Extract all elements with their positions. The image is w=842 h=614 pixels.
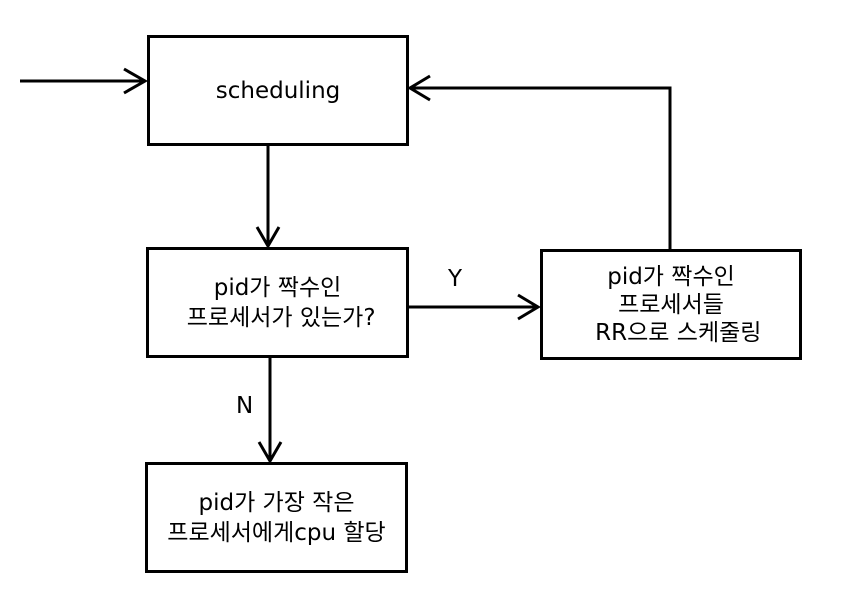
arrow-decision-to-rr (408, 293, 541, 321)
node-cpu: pid가 가장 작은 프로세서에게cpu 할당 (145, 462, 408, 573)
arrow-rr-to-scheduling (407, 74, 672, 249)
entry-arrow (20, 67, 149, 95)
node-scheduling-line-1: scheduling (215, 77, 341, 104)
arrow-scheduling-to-decision (255, 146, 281, 249)
node-rr: pid가 짝수인 프로세서들 RR으로 스케줄링 (540, 249, 802, 360)
node-cpu-line-1: pid가 가장 작은 (198, 489, 355, 516)
node-rr-line-1: pid가 짝수인 (607, 263, 735, 290)
node-rr-line-2: 프로세서들 (618, 291, 724, 318)
node-decision-line-1: pid가 짝수인 (213, 274, 342, 301)
node-decision-line-2: 프로세서가 있는가? (179, 304, 376, 331)
edge-label-yes: Y (448, 266, 463, 292)
node-scheduling: scheduling (147, 35, 409, 146)
node-cpu-line-2: 프로세서에게cpu 할당 (167, 519, 386, 546)
edge-label-no: N (236, 393, 254, 419)
node-decision: pid가 짝수인 프로세서가 있는가? (146, 247, 409, 358)
node-rr-line-3: RR으로 스케줄링 (580, 319, 762, 346)
arrow-decision-to-cpu (257, 358, 283, 464)
